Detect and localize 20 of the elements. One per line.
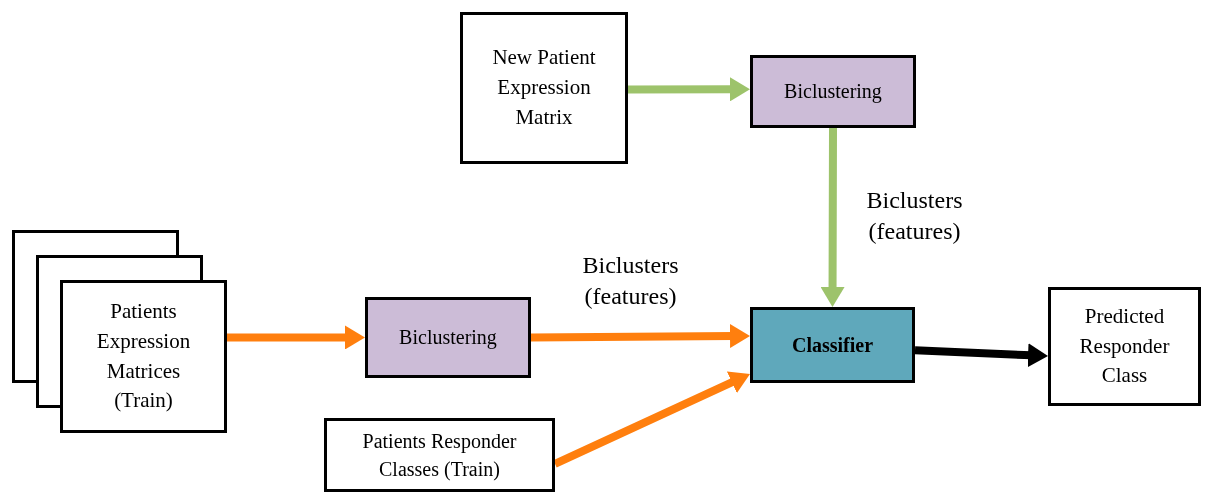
node-label: Patients Responder Classes (Train) (361, 428, 518, 483)
arrow (553, 370, 752, 468)
node-label: Predicted Responder Class (1078, 302, 1171, 390)
node-label: Patients Expression Matrices (Train) (95, 297, 192, 415)
arrow (820, 128, 845, 307)
arrow (530, 324, 751, 349)
process-box (750, 55, 916, 128)
process-box (1048, 287, 1201, 406)
node-label: New Patient Expression Matrix (491, 44, 597, 131)
process-box (324, 418, 555, 492)
node-label: Classifier (791, 332, 874, 358)
process-box (60, 280, 227, 433)
arrow (628, 77, 750, 102)
process-box (750, 307, 915, 383)
arrow (914, 343, 1049, 368)
node-label: Biclustering (399, 325, 497, 351)
process-box (365, 297, 531, 378)
arrow (227, 325, 365, 350)
node-label: Biclustering (784, 79, 882, 105)
process-box (460, 12, 628, 164)
